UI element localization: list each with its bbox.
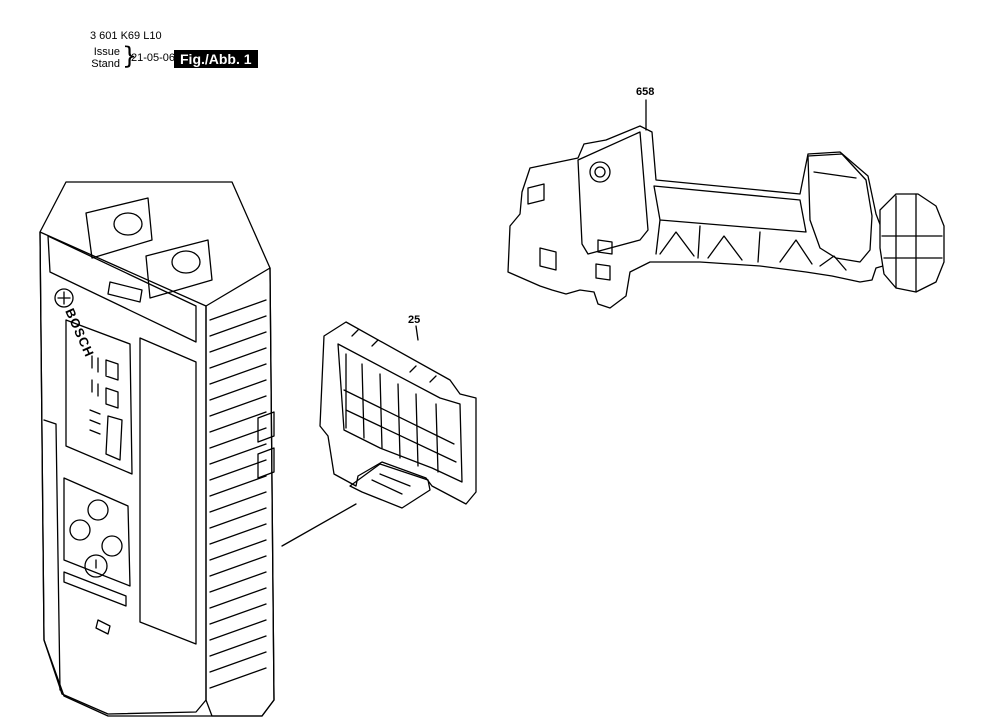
top-sensor-left — [114, 213, 142, 235]
sensitivity-button-icon — [88, 500, 108, 520]
callout-658: 658 — [636, 86, 655, 98]
display-segments — [90, 356, 122, 460]
display-window — [66, 320, 132, 474]
part-number: 3 601 K69 L10 — [90, 30, 162, 42]
holder-clamp-jaw — [808, 154, 872, 262]
issue-label: Issue — [93, 46, 120, 58]
leader-line-25 — [282, 504, 356, 546]
callout-25: 25 — [408, 314, 421, 326]
issue-stand-labels: Issue Stand — [90, 46, 120, 70]
laser-receiver-device — [40, 182, 274, 716]
power-button-icon — [85, 555, 107, 577]
side-rail — [140, 338, 196, 644]
locking-knob-ribs — [882, 194, 942, 292]
leader-line-25-top — [416, 326, 418, 340]
receiver-outer-body — [40, 182, 274, 716]
holder-mount-block — [578, 132, 648, 254]
volume-button-icon — [70, 520, 90, 540]
battery-cover-inner — [338, 344, 462, 482]
holder-bracket-slots — [528, 184, 612, 280]
front-left-edge — [44, 420, 60, 690]
stand-label: Stand — [91, 58, 120, 70]
holder-bracket-outline — [508, 126, 890, 308]
holder-bracket — [508, 126, 944, 308]
receiver-front-face — [40, 232, 206, 714]
figure-label: Fig./Abb. 1 — [174, 50, 258, 68]
holder-mount-hole-inner — [595, 167, 605, 177]
bosch-logo-icon — [55, 289, 73, 307]
top-sensor-right-housing — [146, 240, 212, 298]
battery-cover-latch — [350, 464, 430, 508]
bosch-logo-mark — [58, 292, 70, 304]
control-panel — [64, 478, 130, 586]
side-clip-upper — [258, 412, 274, 442]
side-grip-ribs — [210, 300, 266, 688]
issue-date: 21-05-06 — [131, 52, 176, 64]
locking-knob-icon — [880, 194, 944, 292]
bottom-marker-strip — [64, 572, 126, 606]
mode-button-icon — [102, 536, 122, 556]
receiver-foot — [96, 620, 110, 634]
brace-glyph: } — [122, 42, 138, 70]
holder-bracket-ridges — [660, 232, 846, 270]
battery-compartment-ribs — [344, 354, 456, 472]
holder-mount-hole — [590, 162, 610, 182]
receiver-top-bevel — [48, 236, 196, 342]
laser-window-slot — [108, 282, 142, 302]
battery-cover-top-tabs — [352, 330, 436, 382]
side-clip-lower — [258, 448, 274, 478]
top-sensor-right — [172, 251, 200, 273]
holder-rail — [654, 186, 806, 262]
top-sensor-left-housing — [86, 198, 152, 258]
battery-cover — [320, 322, 476, 508]
